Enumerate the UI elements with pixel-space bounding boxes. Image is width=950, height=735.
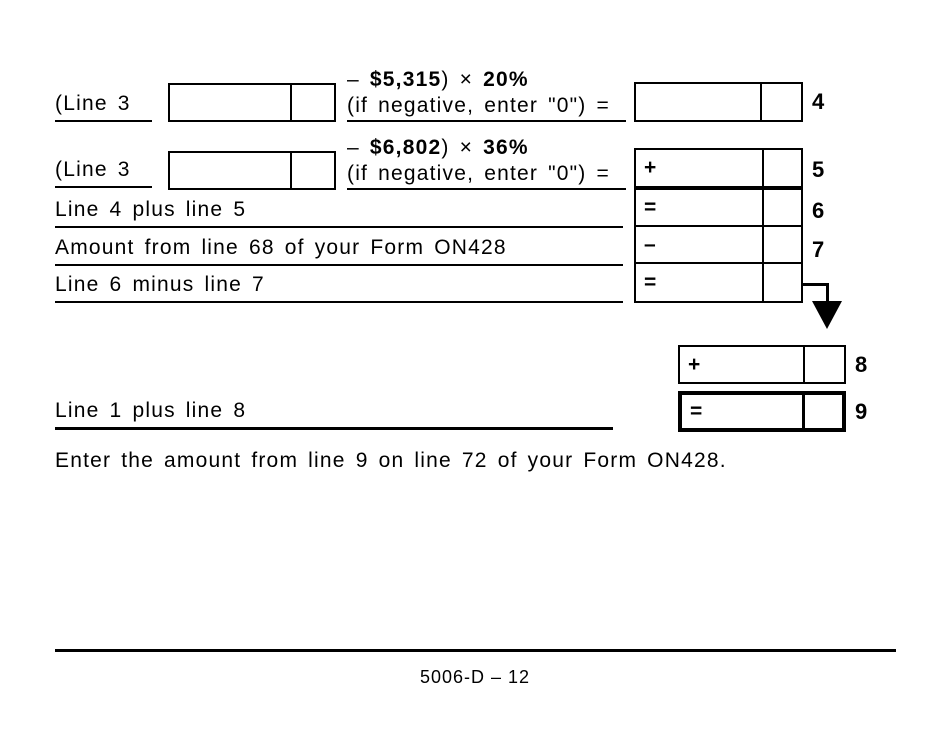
line5-left-label: (Line 3 xyxy=(55,154,152,188)
page-number-label: 5006-D – 12 xyxy=(419,667,531,687)
line4-number: 4 xyxy=(812,89,825,114)
line9-result-field[interactable]: = xyxy=(678,391,846,432)
line5-number: 5 xyxy=(812,157,825,182)
line4-result-field[interactable] xyxy=(634,82,803,122)
line6-label-text: Line 4 plus line 5 xyxy=(55,198,247,221)
line5-left-label-text: (Line 3 xyxy=(55,158,131,181)
line4-rate: 20% xyxy=(483,68,529,91)
line4-operand-cents-field[interactable] xyxy=(290,85,334,120)
line5-rate: 36% xyxy=(483,136,529,159)
subtotal-result-field[interactable]: = xyxy=(636,264,801,301)
arrow-connector-horizontal xyxy=(803,283,829,286)
subtotal-label: Line 6 minus line 7 xyxy=(55,272,623,303)
line9-label-text: Line 1 plus line 8 xyxy=(55,399,247,422)
line8-number: 8 xyxy=(855,351,868,377)
line7-operator: – xyxy=(644,232,656,256)
line6-label: Line 4 plus line 5 xyxy=(55,196,623,228)
line7-result-field[interactable]: – xyxy=(636,227,801,264)
down-arrow-icon xyxy=(812,301,842,329)
line4-condition-text: (if negative, enter "0") = xyxy=(347,94,610,117)
line5-threshold-amount: $6,802 xyxy=(369,136,442,159)
line6-number: 6 xyxy=(812,198,825,223)
line9-operator: = xyxy=(690,399,703,423)
line7-label-text: Amount from line 68 of your Form ON428 xyxy=(55,236,507,259)
subtotal-operator: = xyxy=(644,270,657,294)
line5-operand-amount-field[interactable] xyxy=(168,151,336,190)
line6-result-cents-field[interactable] xyxy=(762,190,801,225)
arrow-connector-vertical xyxy=(826,283,829,303)
line9-result-cents-field[interactable] xyxy=(802,395,842,428)
line6-result-field[interactable]: = xyxy=(636,190,801,227)
line7-label: Amount from line 68 of your Form ON428 xyxy=(55,235,623,266)
line5-operand-cents-field[interactable] xyxy=(290,153,334,188)
instruction-note: Enter the amount from line 9 on line 72 … xyxy=(55,449,727,472)
line4-threshold-amount: $5,315 xyxy=(369,68,442,91)
line6-operator: = xyxy=(644,195,657,219)
line5-condition-text: (if negative, enter "0") = xyxy=(347,162,610,185)
line5-result-field[interactable]: + xyxy=(636,150,801,190)
calc-stack-table: + = – = xyxy=(634,148,803,303)
subtotal-result-cents-field[interactable] xyxy=(762,264,801,301)
line4-left-label-text: (Line 3 xyxy=(55,92,131,115)
line8-operator: + xyxy=(688,352,701,376)
line5-expression-formula: – $6,802) × 36% xyxy=(347,136,529,159)
line9-number: 9 xyxy=(855,399,868,424)
line5-expression: – $6,802) × 36% (if negative, enter "0")… xyxy=(347,135,626,190)
line4-operand-amount-field[interactable] xyxy=(168,83,336,122)
line8-result-field[interactable]: + xyxy=(678,345,846,384)
line4-left-label: (Line 3 xyxy=(55,88,152,122)
line5-operator: + xyxy=(644,156,657,179)
subtotal-label-text: Line 6 minus line 7 xyxy=(55,273,265,296)
line8-result-cents-field[interactable] xyxy=(803,347,844,382)
line4-expression-formula: – $5,315) × 20% xyxy=(347,68,529,91)
line4-expression: – $5,315) × 20% (if negative, enter "0")… xyxy=(347,67,626,122)
line7-number: 7 xyxy=(812,237,825,262)
line7-result-cents-field[interactable] xyxy=(762,227,801,262)
line9-label: Line 1 plus line 8 xyxy=(55,398,613,430)
line5-result-cents-field[interactable] xyxy=(762,150,801,186)
footer-rule xyxy=(55,649,896,652)
line4-result-cents-field[interactable] xyxy=(760,84,801,120)
